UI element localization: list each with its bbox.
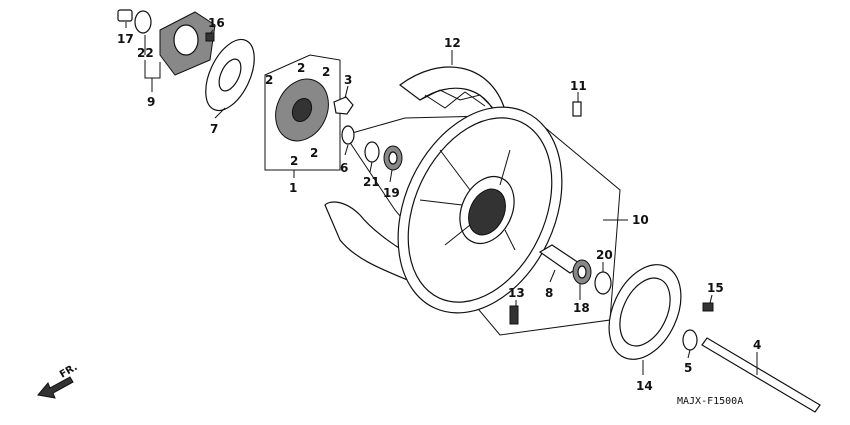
valve-11 xyxy=(572,101,582,117)
callout-6: 6 xyxy=(340,161,348,175)
leader-lines xyxy=(125,22,758,375)
callout-3: 3 xyxy=(344,73,352,87)
callout-5: 5 xyxy=(684,361,692,375)
seal-21 xyxy=(364,141,380,163)
washer-6 xyxy=(341,125,355,145)
damper-assembly xyxy=(264,54,341,171)
callout-9: 9 xyxy=(147,95,155,109)
bolt-15 xyxy=(702,302,714,312)
callout-17: 17 xyxy=(117,32,134,46)
callout-2: 2 xyxy=(297,61,305,75)
callout-13: 13 xyxy=(508,286,525,300)
brake-disc-14 xyxy=(608,264,682,360)
driven-flange xyxy=(159,11,216,76)
callout-2: 2 xyxy=(290,154,298,168)
callout-11: 11 xyxy=(570,79,587,93)
collar-5 xyxy=(682,329,698,351)
sprocket-plate xyxy=(205,38,255,112)
callout-14: 14 xyxy=(636,379,653,393)
callout-2: 2 xyxy=(265,73,273,87)
callout-2: 2 xyxy=(322,65,330,79)
bearing-18 xyxy=(572,259,592,285)
nut-3 xyxy=(333,96,354,115)
callout-12: 12 xyxy=(444,36,461,50)
callout-1: 1 xyxy=(289,181,297,195)
o-ring-22 xyxy=(134,10,152,34)
drawing-code: MAJX-F1500A xyxy=(677,396,743,407)
callout-7: 7 xyxy=(210,122,218,136)
callout-22: 22 xyxy=(137,46,154,60)
callout-8: 8 xyxy=(545,286,553,300)
callout-4: 4 xyxy=(753,338,761,352)
front-direction-arrow xyxy=(37,376,74,399)
bolt-16 xyxy=(205,32,215,42)
bearing-19 xyxy=(383,145,403,171)
callout-20: 20 xyxy=(596,248,613,262)
callout-18: 18 xyxy=(573,301,590,315)
bolt-13 xyxy=(509,305,519,325)
callout-16: 16 xyxy=(208,16,225,30)
wheel xyxy=(344,106,621,336)
callout-15: 15 xyxy=(707,281,724,295)
callout-21: 21 xyxy=(363,175,380,189)
nut-17 xyxy=(117,9,133,22)
callout-2: 2 xyxy=(310,146,318,160)
axle-4 xyxy=(701,337,821,413)
seal-20 xyxy=(594,271,612,295)
callout-10: 10 xyxy=(632,213,649,227)
callout-19: 19 xyxy=(383,186,400,200)
